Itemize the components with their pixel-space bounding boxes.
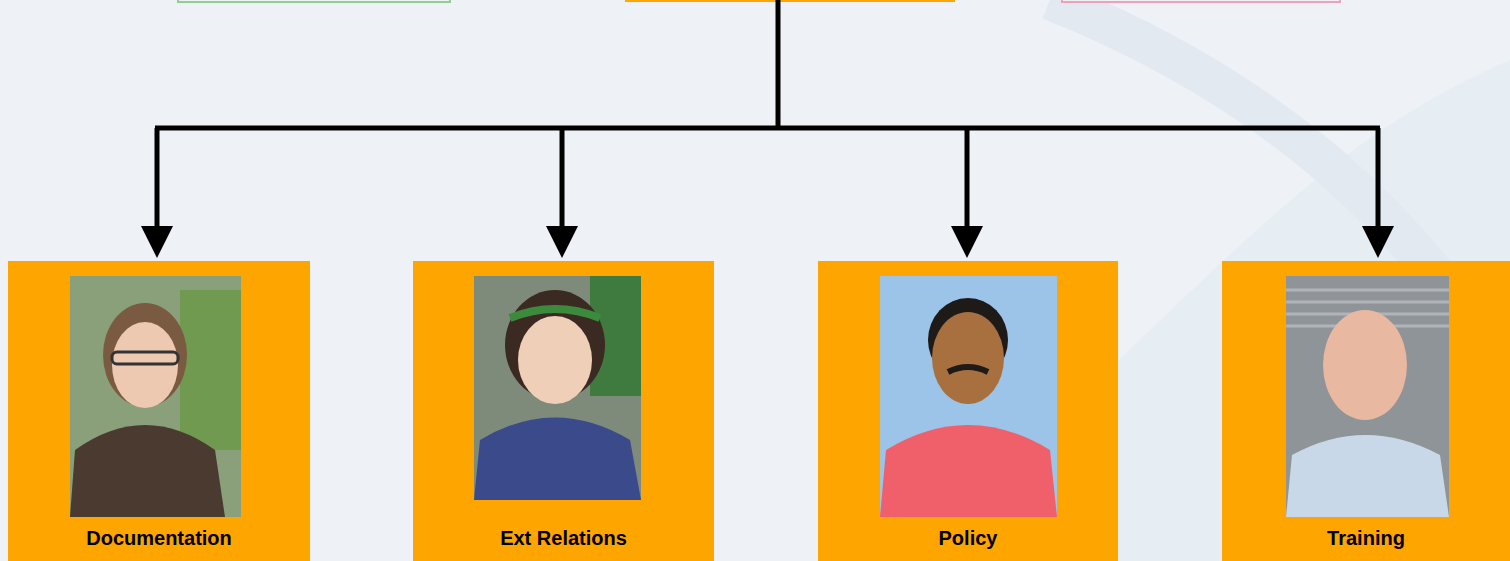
portrait-photo bbox=[70, 276, 241, 517]
portrait-photo bbox=[1286, 276, 1449, 517]
portrait-photo bbox=[474, 276, 641, 500]
team-label: Ext Relations bbox=[413, 525, 714, 551]
team-box: Training bbox=[1222, 261, 1510, 561]
arrowheads bbox=[141, 226, 1394, 258]
team-box: Policy bbox=[818, 261, 1118, 561]
team-label: Documentation bbox=[8, 525, 310, 551]
tree-lines bbox=[155, 0, 1380, 230]
team-label: Policy bbox=[818, 525, 1118, 551]
team-box: Ext Relations bbox=[413, 261, 714, 561]
cropped-box bbox=[178, 0, 450, 2]
team-label: Training bbox=[1222, 525, 1510, 551]
cropped-box bbox=[625, 0, 955, 2]
team-box: Documentation bbox=[8, 261, 310, 561]
cropped-box bbox=[1062, 0, 1340, 2]
portrait-photo bbox=[880, 276, 1057, 517]
